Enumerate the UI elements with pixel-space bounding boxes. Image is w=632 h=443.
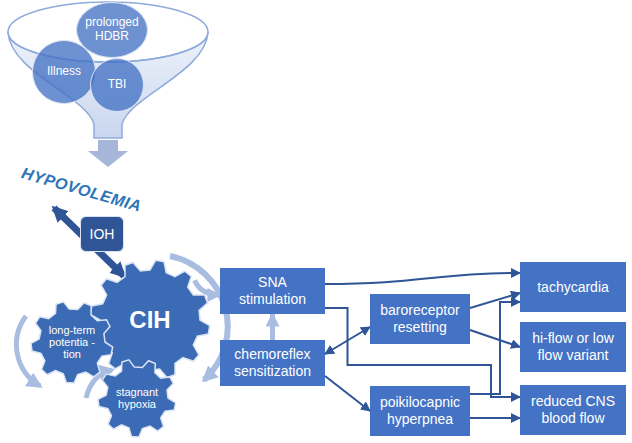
node-text: chemoreflex sensitization <box>225 346 320 380</box>
outcome-box: reduced CNS blood flow <box>520 385 626 435</box>
double-arrow <box>54 208 124 276</box>
node-text: baroreceptor resetting <box>375 302 465 336</box>
outcome-box: hi-flow or low flow variant <box>520 322 626 372</box>
gear: stagnant hypoxia <box>97 358 177 438</box>
connector-arrow <box>325 376 370 411</box>
connector-arrow <box>270 314 275 340</box>
connector-arrow <box>195 280 220 295</box>
gear-outline <box>98 360 176 437</box>
process-box: chemoreflex sensitization <box>220 340 325 386</box>
node-text: long-term potentia -tion <box>44 324 100 360</box>
connector-arrow <box>325 327 370 354</box>
cause-circle: Illness <box>32 40 96 104</box>
process-box: SNA stimulation <box>220 268 325 314</box>
process-box: baroreceptor resetting <box>370 294 470 344</box>
process-box: poikilocapnic hyperpnea <box>370 386 470 436</box>
node-text: SNA stimulation <box>225 274 320 308</box>
down-arrow <box>88 140 128 167</box>
connector-arrow <box>470 417 520 419</box>
node-text: reduced CNS blood flow <box>525 393 621 427</box>
outcome-box: tachycardia <box>520 262 626 312</box>
connector-arrow <box>470 330 520 347</box>
puzzle-piece: IOH <box>80 216 124 252</box>
node-text: tachycardia <box>537 279 609 296</box>
connector-arrow <box>325 273 520 284</box>
cause-circle: TBI <box>90 58 144 112</box>
connector-arrow <box>470 302 520 394</box>
node-text: hi-flow or low flow variant <box>525 330 621 364</box>
connector-arrow <box>470 293 520 308</box>
node-text: prolonged HDBR <box>81 16 143 44</box>
node-text: Illness <box>47 65 81 79</box>
node-text: poikilocapnic hyperpnea <box>375 394 465 428</box>
node-text: IOH <box>90 226 115 242</box>
gear-outline <box>31 302 113 383</box>
title-label: HYPOVOLEMIA <box>20 164 144 215</box>
gear: long-term potentia -tion <box>30 300 114 384</box>
node-text: TBI <box>108 78 127 92</box>
node-text: CIH <box>129 307 170 333</box>
node-text: stagnant hypoxia <box>110 386 164 410</box>
